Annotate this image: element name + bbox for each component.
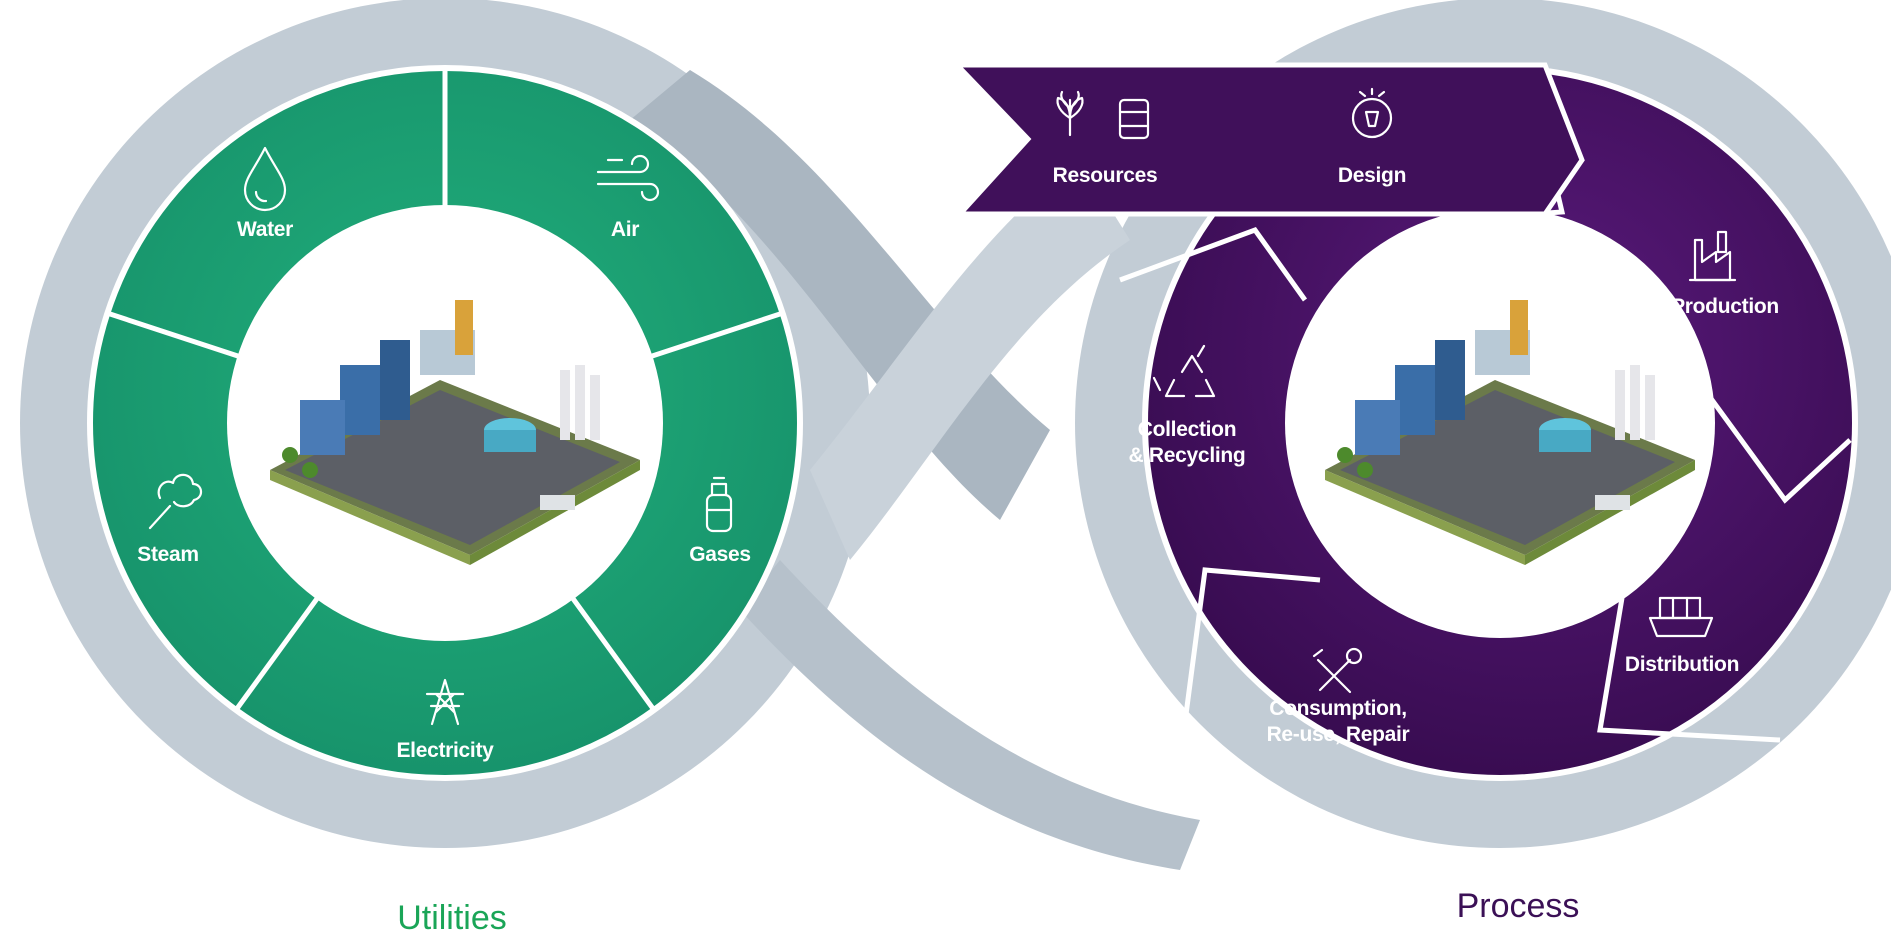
arrow-label-resources: Resources bbox=[1053, 164, 1158, 187]
segment-label-electricity: Electricity bbox=[396, 739, 494, 762]
segment-label-gases: Gases bbox=[689, 543, 751, 566]
gas-cylinder-icon bbox=[705, 476, 733, 533]
barrel-icon bbox=[1118, 98, 1150, 140]
utilities-caption: Utilities bbox=[397, 899, 507, 937]
segment-label-distribution: Distribution bbox=[1625, 653, 1739, 676]
segment-label-collection-line1: Collection bbox=[1138, 418, 1237, 441]
segment-label-water: Water bbox=[237, 218, 293, 241]
water-drop-icon bbox=[243, 146, 287, 212]
segment-label-collection-line2: & Recycling bbox=[1129, 444, 1246, 467]
process-plant-illustration bbox=[1325, 300, 1695, 565]
wheat-icon bbox=[1056, 90, 1084, 137]
lightbulb-gear-icon bbox=[1351, 87, 1393, 139]
segment-label-air: Air bbox=[611, 218, 639, 241]
steam-cloud-icon bbox=[148, 473, 203, 530]
segment-label-consumption-line1: Consumption, bbox=[1269, 697, 1407, 720]
cargo-ship-icon bbox=[1648, 596, 1714, 638]
tools-icon bbox=[1312, 647, 1363, 694]
utilities-segment-dividers bbox=[106, 68, 784, 712]
process-caption: Process bbox=[1456, 887, 1580, 925]
resources-design-arrow bbox=[951, 62, 1585, 217]
power-pylon-icon bbox=[425, 678, 465, 726]
ribbon-lower-crossing bbox=[740, 560, 1200, 870]
segment-label-consumption-line2: Re-use, Repair bbox=[1267, 723, 1410, 746]
recycle-icon bbox=[1152, 344, 1216, 398]
segment-label-production: Production bbox=[1671, 295, 1779, 318]
segment-label-steam: Steam bbox=[137, 543, 199, 566]
wind-icon bbox=[596, 154, 660, 202]
factory-icon bbox=[1688, 230, 1737, 282]
utilities-plant-illustration bbox=[270, 300, 640, 565]
ribbon-lower-left-to-upper-right bbox=[810, 160, 1130, 560]
arrow-label-design: Design bbox=[1338, 164, 1406, 187]
